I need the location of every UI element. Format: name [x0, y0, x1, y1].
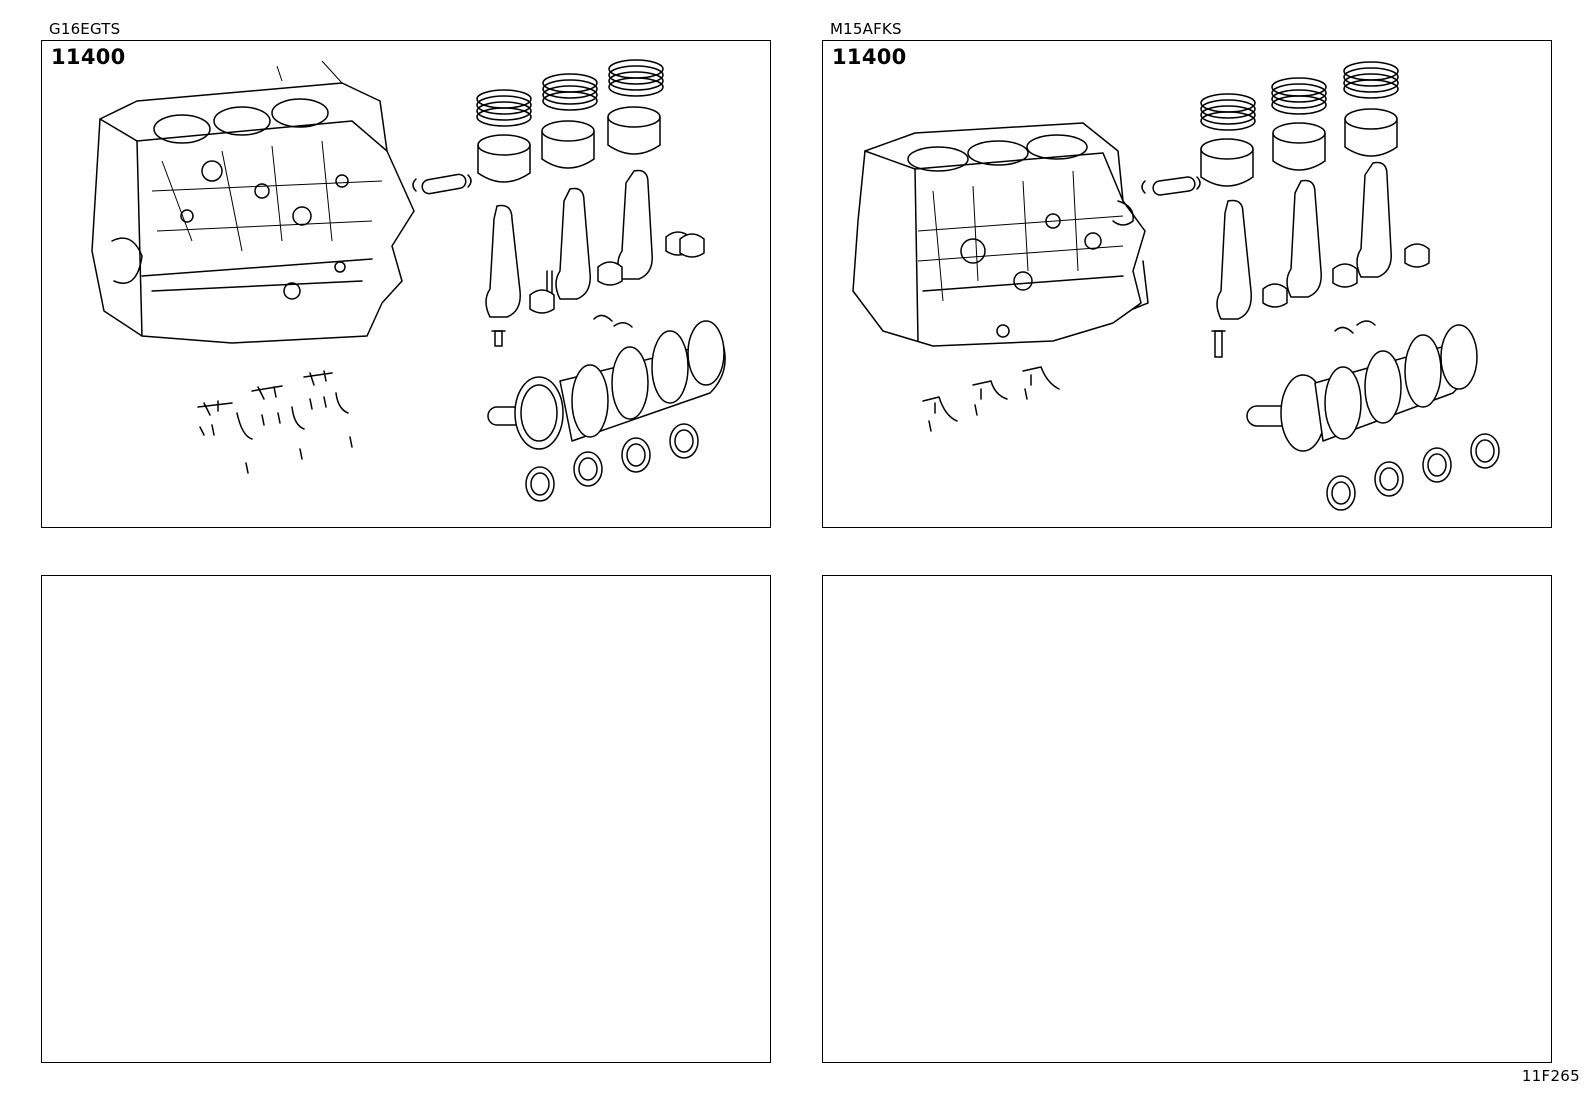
cylinder-block-drawing	[852, 122, 1149, 347]
part-number-label[interactable]: 11400	[51, 45, 126, 69]
crankshaft-drawing	[487, 314, 726, 450]
piston-drawing	[1141, 108, 1398, 196]
engine-block-exploded-drawing	[91, 59, 726, 502]
connecting-rod-drawing	[485, 169, 705, 347]
part-number-label[interactable]: 11400	[832, 45, 907, 69]
oil-jet-set-drawing	[922, 366, 1060, 432]
crankshaft-drawing	[1246, 320, 1478, 452]
engine-label-m15afks: M15AFKS	[830, 20, 902, 38]
empty-diagram-panel-bottom-left	[41, 575, 771, 1063]
diagram-panel-m15afks: 11400	[822, 40, 1552, 528]
main-bearing-drawing	[1326, 433, 1500, 511]
main-bearing-drawing	[525, 423, 699, 502]
oil-jet-set-drawing	[197, 370, 353, 474]
engine-label-g16egts: G16EGTS	[49, 20, 121, 38]
piston-drawing	[412, 106, 661, 195]
piston-ring-set-drawing	[476, 59, 664, 127]
piston-ring-set-drawing	[1200, 61, 1399, 131]
diagram-panel-g16egts: 11400	[41, 40, 771, 528]
figure-code: 11F265	[1521, 1067, 1580, 1085]
empty-diagram-panel-bottom-right	[822, 575, 1552, 1063]
engine-block-exploded-drawing	[852, 61, 1500, 511]
cylinder-block-drawing	[91, 60, 415, 344]
connecting-rod-drawing	[1211, 161, 1430, 358]
